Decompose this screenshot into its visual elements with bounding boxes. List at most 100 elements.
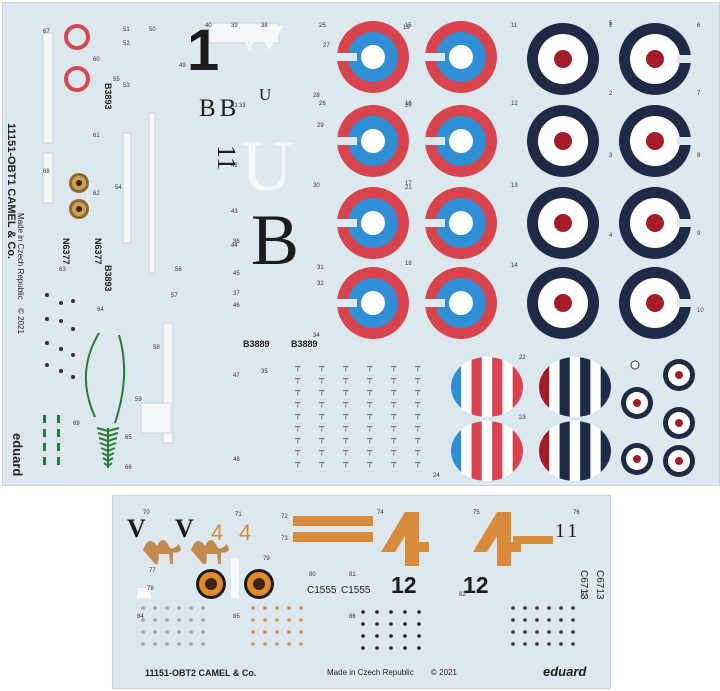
serial-decal: N6377 [61,238,71,265]
part-number-label: 10 [697,308,704,314]
french-rudder-stripes-band [512,357,523,417]
french-rudder-stripes-band [461,357,472,417]
stencil-dot [153,606,157,610]
stencil-dot [189,618,193,622]
stencil-mark: ┬ [294,398,301,408]
french-rudder-stripes-band [471,421,482,481]
stencil-mark: ┬ [342,422,349,432]
part-number-label: 28 [313,93,320,99]
part-number-label: 54 [115,185,122,191]
stencil-dot [547,606,551,610]
fern-leaf [107,447,116,452]
stencil-dot [45,363,49,367]
stencil-mark: ┬ [318,458,325,468]
part-number-label: 57 [171,293,178,299]
orange-stencil-dot [263,630,267,634]
stencil-mark: ┬ [294,446,301,456]
fern-leaf [97,432,109,437]
orange-bar-decal [293,532,373,542]
white-triangle-decal [254,25,284,50]
decal-sheet-1-artwork: ┬┬┬┬┬┬┬┬┬┬┬┬┬┬┬┬┬┬┬┬┬┬┬┬┬┬┬┬┬┬┬┬┬┬┬┬┬┬┬┬… [42,21,695,481]
part-number-label: 4 [609,233,613,239]
part-number-label: 59 [135,397,142,403]
large-numeral-decal: 1 [187,18,220,83]
orange-stencil-dot [263,618,267,622]
part-number-label: 77 [149,568,156,574]
part-number-label: 52 [123,41,130,47]
roundel-cutout [423,219,445,227]
fern-leaf [107,442,117,447]
eleven-decal: 11 [555,520,581,542]
part-number-label: 55 [113,77,120,83]
green-wire-decal [85,332,100,418]
stencil-dot [547,618,551,622]
stencil-dot [571,606,575,610]
part-number-label: 3 [609,153,613,159]
stencil-mark: ┬ [294,434,301,444]
vee-letter-decal: V [127,514,146,543]
rfc-rudder-stripes-band [559,357,570,417]
serial-decal: B3889 [243,339,270,349]
stencil-mark: ┬ [366,410,373,420]
stencil-dot [547,642,551,646]
stencil-dot [511,642,515,646]
orange-bar-decal [513,536,553,544]
white-u-letter-decal: U [241,126,293,206]
rfc-roundel [554,132,572,150]
part-number-label: 56 [175,267,182,273]
french-roundel [449,45,473,69]
part-number-label: 71 [235,512,242,518]
serial-decal: N6377 [93,238,103,265]
camel-emblem-decal [143,540,181,564]
orange-stencil-dot [275,630,279,634]
part-number-label: 21 [405,185,412,191]
stencil-dot [571,630,575,634]
black-stencil-mark [361,622,365,626]
part-number-label: 26 [319,101,326,107]
part-number-label: 66 [125,465,132,471]
stencil-mark: ┬ [366,434,373,444]
rfc-roundel [554,50,572,68]
bb-letters-decal: BB [199,95,241,122]
green-wire-decal [114,334,126,424]
stencil-mark: ┬ [414,398,421,408]
part-number-label: 42 [231,163,238,169]
stencil-dot [165,618,169,622]
part-number-label: 49 [179,63,186,69]
stencil-mark: ┬ [342,386,349,396]
small-green-stripe [57,443,60,451]
part-number-label: 64 [97,307,104,313]
part-number-label: 80 [309,572,316,578]
stencil-mark: ┬ [390,422,397,432]
black-stencil-mark [417,646,421,650]
part-number-label: 12 [511,101,518,107]
serial-decal: C1555 [307,585,337,596]
small-four-decal: 4 [239,520,252,545]
small-four-decal: 4 [211,520,224,545]
stencil-dot [511,606,515,610]
part-number-label: 38 [261,23,268,29]
stencil-dot [571,642,575,646]
rfc-rudder-stripes-band [580,357,591,417]
small-green-stripe [43,415,46,423]
part-number-label: 37 [233,291,240,297]
orange-stencil-dot [299,606,303,610]
black-stencil-mark [389,622,393,626]
stencil-mark: ┬ [390,434,397,444]
fern-leaf [98,437,109,442]
part-number-label: 61 [93,133,100,139]
black-stencil-mark [403,634,407,638]
tiny-roundel [631,361,639,369]
stencil-dot [141,618,145,622]
part-number-label: 68 [43,169,50,175]
part-number-label: 39 [231,23,238,29]
stencil-mark: ┬ [390,374,397,384]
fern-leaf [100,447,109,452]
stencil-mark: ┬ [366,422,373,432]
french-roundel [449,129,473,153]
stencil-dot [71,299,75,303]
stencil-dot [201,630,205,634]
part-number-label: 74 [377,510,384,516]
black-stencil-mark [389,646,393,650]
part-number-label: 46 [233,303,240,309]
